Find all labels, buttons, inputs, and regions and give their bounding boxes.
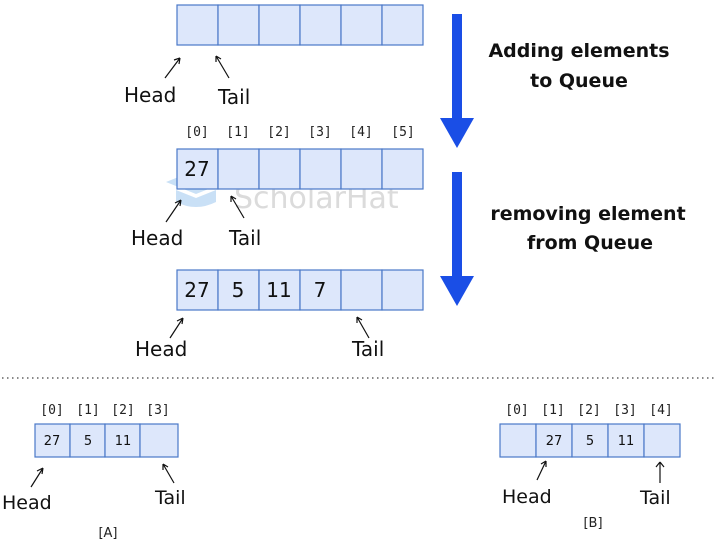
head-pointer-arrow: [169, 317, 184, 339]
down-arrow-shaft: [452, 172, 462, 276]
head-pointer-arrow: [30, 467, 44, 488]
diagram-a-queue: 27 5 11: [34, 423, 179, 458]
adding-arrow: [440, 14, 474, 148]
cell-value: 5: [84, 434, 92, 449]
queue-cell: [499, 423, 537, 458]
queue-cell: [535, 423, 573, 458]
index-label: [5]: [391, 125, 414, 140]
queue-empty-cell-1: [217, 4, 260, 46]
cell-value: 11: [266, 278, 291, 302]
head-label: Head: [131, 226, 183, 250]
index-label: [3]: [146, 403, 169, 418]
diagram-b-pointers: Head Tail: [502, 460, 671, 509]
removing-arrow: [440, 172, 474, 306]
head-pointer-arrow: [164, 57, 181, 79]
cell-value: 11: [115, 434, 132, 449]
down-arrow-shaft: [452, 14, 462, 118]
queue-after-add-pointers: Head Tail: [131, 195, 261, 250]
index-label: [0]: [505, 403, 528, 418]
cell-value: 5: [232, 278, 245, 302]
cell-value: 27: [546, 434, 563, 449]
adding-caption-line2: to Queue: [530, 70, 628, 92]
index-label: [0]: [185, 125, 208, 140]
diagram-a-indices: [0] [1] [2] [3]: [40, 403, 169, 418]
queue-cell: [643, 423, 681, 458]
queue-cell: [340, 269, 383, 311]
head-label: Head: [2, 492, 52, 514]
tail-pointer-arrow: [655, 461, 665, 483]
tail-label: Tail: [217, 85, 250, 109]
index-label: [1]: [226, 125, 249, 140]
index-label: [2]: [111, 403, 134, 418]
removing-caption-line1: removing element: [490, 203, 685, 225]
tail-pointer-arrow: [215, 55, 230, 79]
queue-cell: [381, 269, 424, 311]
queue-cell: [217, 148, 260, 190]
index-label: [0]: [40, 403, 63, 418]
index-label: [4]: [349, 125, 372, 140]
head-label: Head: [502, 486, 552, 508]
head-pointer-arrow: [536, 460, 547, 481]
tail-label: Tail: [639, 487, 671, 509]
index-label: [1]: [541, 403, 564, 418]
queue-after-add: 27: [176, 148, 424, 190]
cell-value: 27: [184, 157, 209, 181]
cell-value: 27: [44, 434, 61, 449]
tail-label: Tail: [154, 487, 186, 509]
queue-empty-cell-0: [176, 4, 219, 46]
index-label: [3]: [613, 403, 636, 418]
queue-cell: [299, 269, 342, 311]
index-label: [2]: [267, 125, 290, 140]
cell-value: 11: [618, 434, 635, 449]
down-arrow-icon: [440, 276, 474, 306]
queue-after-add-indices: [0] [1] [2] [3] [4] [5]: [185, 125, 414, 140]
cell-value: 5: [586, 434, 594, 449]
head-label: Head: [135, 337, 187, 361]
queue-after-more-pointers: Head Tail: [135, 316, 384, 361]
adding-caption-line1: Adding elements: [488, 40, 669, 62]
queue-empty-cell-2: [258, 4, 301, 46]
queue-cell: [299, 148, 342, 190]
cell-value: 27: [184, 278, 209, 302]
queue-cell: [104, 423, 141, 458]
index-label: [1]: [76, 403, 99, 418]
tail-pointer-arrow: [230, 195, 245, 219]
queue-cell: [139, 423, 179, 458]
tail-label: Tail: [351, 337, 384, 361]
tail-pointer-arrow: [356, 316, 370, 339]
queue-empty-cell-3: [299, 4, 342, 46]
queue-cell: [258, 148, 301, 190]
diagram-b-indices: [0] [1] [2] [3] [4]: [505, 403, 672, 418]
diagram-b-caption: [B]: [583, 516, 602, 531]
head-pointer-arrow: [165, 199, 182, 223]
diagram-a-caption: [A]: [98, 526, 117, 541]
down-arrow-icon: [440, 118, 474, 148]
queue-cell: [69, 423, 106, 458]
head-label: Head: [124, 83, 176, 107]
index-label: [4]: [649, 403, 672, 418]
cell-value: 7: [314, 278, 327, 302]
queue-empty-cell-4: [340, 4, 383, 46]
diagram-a-pointers: Head Tail: [2, 463, 186, 514]
queue-empty-pointers: Head Tail: [124, 55, 250, 109]
queue-empty: [176, 4, 424, 46]
diagram-b-queue: 27 5 11: [499, 423, 681, 458]
queue-cell: [381, 148, 424, 190]
tail-pointer-arrow: [162, 463, 175, 484]
index-label: [2]: [577, 403, 600, 418]
queue-after-more: 27 5 11 7: [176, 269, 424, 311]
queue-cell: [34, 423, 71, 458]
queue-empty-cell-5: [381, 4, 424, 46]
index-label: [3]: [308, 125, 331, 140]
tail-label: Tail: [228, 226, 261, 250]
removing-caption-line2: from Queue: [527, 232, 653, 254]
queue-cell: [340, 148, 383, 190]
